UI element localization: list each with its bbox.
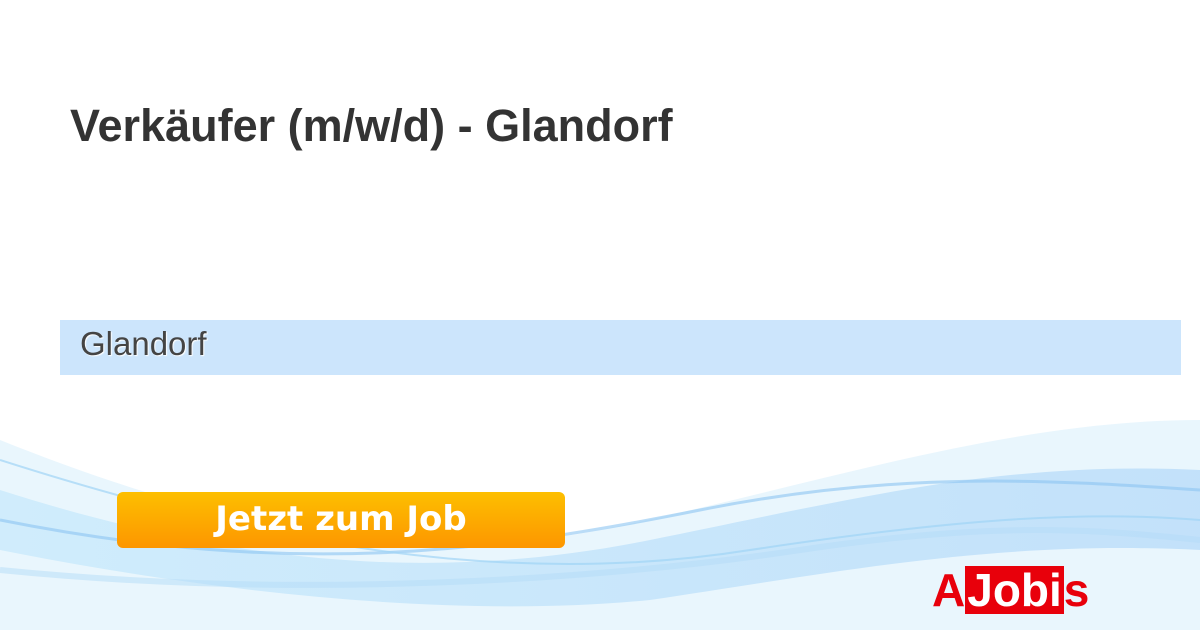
ajobis-logo[interactable]: AJobis	[932, 566, 1089, 614]
wave-decoration	[0, 420, 1200, 630]
logo-part-s: s	[1063, 564, 1090, 616]
go-to-job-button[interactable]: Jetzt zum Job	[117, 492, 565, 548]
logo-part-a: A	[932, 564, 966, 616]
job-location: Glandorf	[80, 325, 207, 362]
logo-part-jobi: Jobi	[965, 564, 1064, 616]
location-bar: Glandorf	[60, 320, 1181, 375]
job-title: Verkäufer (m/w/d) - Glandorf	[70, 100, 673, 151]
